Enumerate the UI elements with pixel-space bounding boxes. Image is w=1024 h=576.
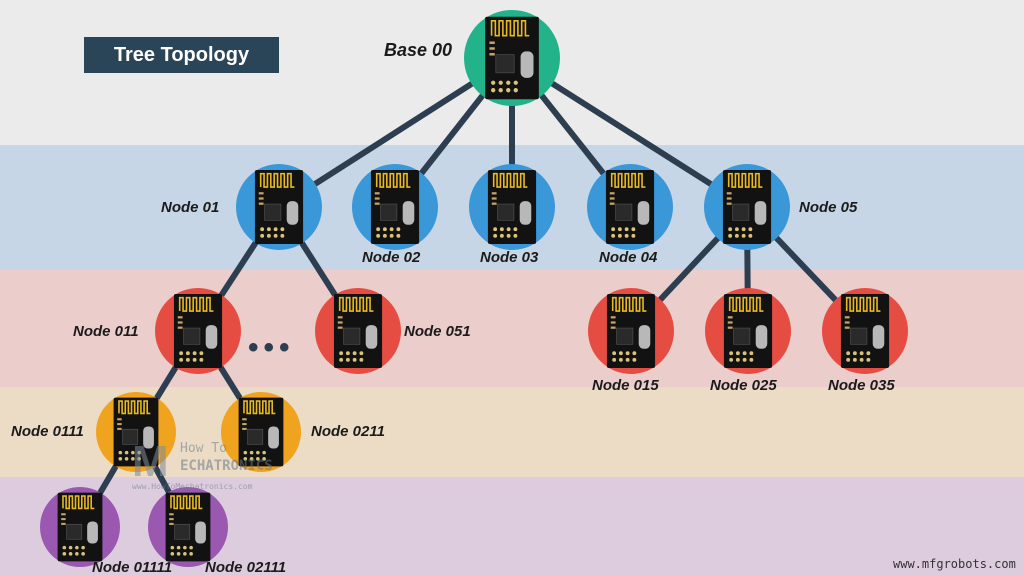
- nrf24-module-icon: [722, 170, 772, 244]
- node-label-node-04: Node 04: [599, 249, 658, 266]
- node-label-node-051: Node 051: [404, 323, 471, 340]
- node-circle-node-01111: [40, 487, 120, 567]
- watermark-logo: M How To ECHATRONICS www.HowToMechatroni…: [132, 437, 273, 494]
- watermark-line2: ECHATRONICS: [180, 458, 273, 474]
- nrf24-module-icon: [605, 170, 655, 244]
- nrf24-module-icon: [333, 294, 383, 368]
- node-label-node-01: Node 01: [161, 199, 220, 216]
- node-circle-node-02: [352, 164, 438, 250]
- node-label-node-025: Node 025: [710, 377, 777, 394]
- nrf24-module-icon: [254, 170, 304, 244]
- watermark-letter: M: [132, 437, 169, 486]
- nrf24-module-icon: [173, 294, 223, 368]
- node-circle-base-00: [464, 10, 560, 106]
- node-label-node-01111: Node 01111: [92, 559, 173, 576]
- node-circle-node-015: [588, 288, 674, 374]
- nrf24-module-icon: [606, 294, 656, 368]
- nrf24-module-icon: [370, 170, 420, 244]
- node-label-node-02111: Node 02111: [205, 559, 287, 576]
- node-label-node-015: Node 015: [592, 377, 659, 394]
- node-circle-node-05: [704, 164, 790, 250]
- node-circle-node-051: [315, 288, 401, 374]
- node-circle-node-01: [236, 164, 322, 250]
- nrf24-module-icon: [840, 294, 890, 368]
- node-circle-node-0211: [221, 392, 301, 472]
- nrf24-module-icon: [165, 492, 211, 562]
- node-label-node-03: Node 03: [480, 249, 539, 266]
- nrf24-module-icon: [485, 16, 539, 100]
- watermark-line1: How To: [180, 441, 227, 456]
- node-circle-node-03: [469, 164, 555, 250]
- diagram-title: Tree Topology: [84, 37, 279, 73]
- nrf24-module-icon: [57, 492, 103, 562]
- nrf24-module-icon: [113, 397, 159, 467]
- node-label-base-00: Base 00: [384, 40, 453, 60]
- node-circle-node-04: [587, 164, 673, 250]
- node-circle-node-02111: [148, 487, 228, 567]
- node-label-node-05: Node 05: [799, 199, 858, 216]
- node-circle-node-035: [822, 288, 908, 374]
- nrf24-module-icon: [487, 170, 537, 244]
- node-label-node-02: Node 02: [362, 249, 421, 266]
- node-circle-node-0111: [96, 392, 176, 472]
- nrf24-module-icon: [238, 397, 284, 467]
- node-label-node-011: Node 011: [73, 323, 139, 340]
- node-circle-node-011: [155, 288, 241, 374]
- nrf24-module-icon: [723, 294, 773, 368]
- node-label-node-0111: Node 0111: [11, 423, 84, 440]
- node-label-node-035: Node 035: [828, 377, 895, 394]
- node-circle-node-025: [705, 288, 791, 374]
- watermark-url: www.HowToMechatronics.com: [132, 482, 253, 491]
- ellipsis-more-nodes: •••: [248, 331, 295, 364]
- node-label-node-0211: Node 0211: [311, 423, 385, 440]
- site-credit: www.mfgrobots.com: [893, 557, 1016, 571]
